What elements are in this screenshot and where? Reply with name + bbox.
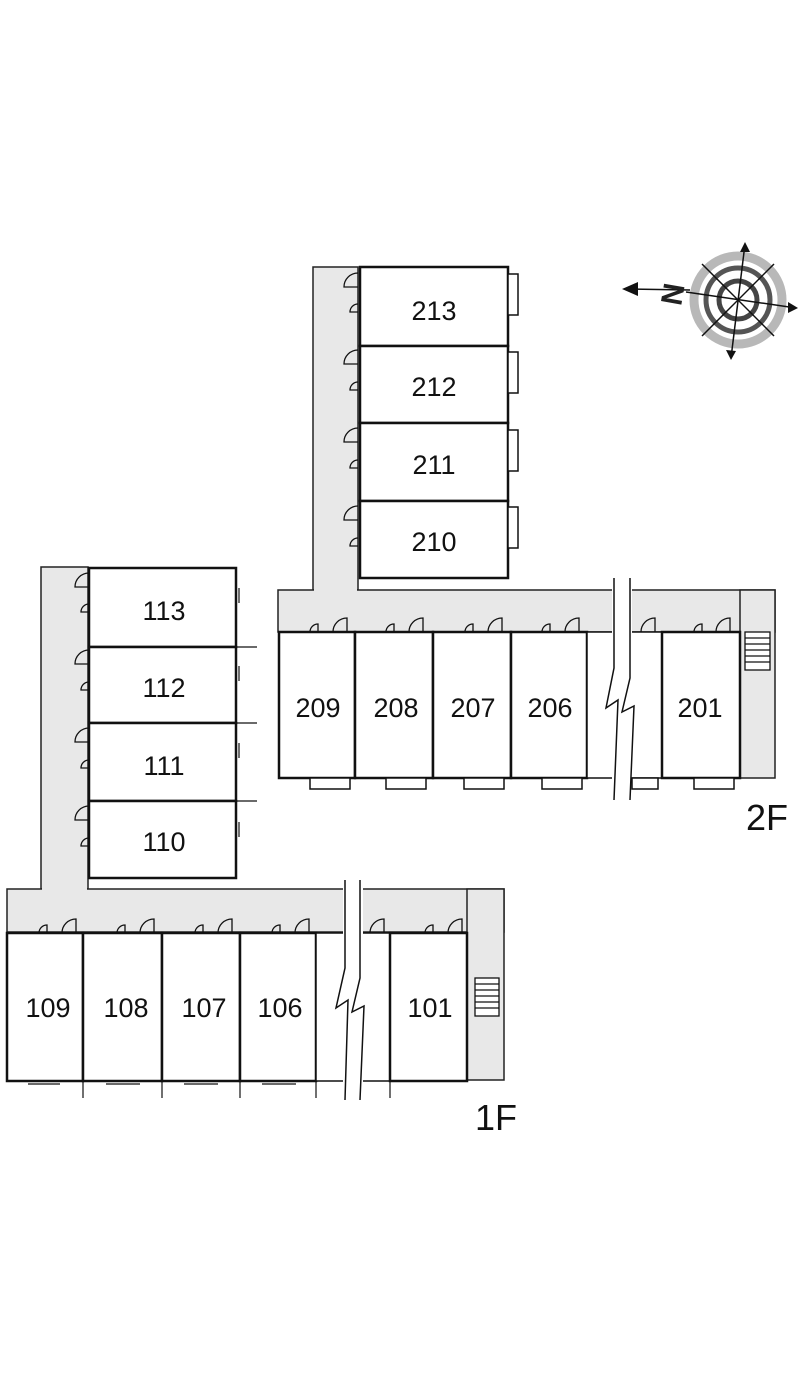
room-1f-wing-4 — [87, 799, 238, 880]
corridor-2f-row — [277, 589, 776, 633]
room-number: 101 — [407, 993, 452, 1023]
floor-label-1f: 1F — [475, 1097, 517, 1138]
room-2f-wing-4 — [358, 499, 510, 580]
room-number: 213 — [411, 296, 456, 326]
room-number: 112 — [142, 673, 185, 703]
room-number: 210 — [411, 527, 456, 557]
corridor-2f-wing — [312, 266, 359, 591]
compass-rose-icon: N — [622, 242, 798, 360]
room-number: 206 — [527, 693, 572, 723]
corridor-2f-end — [739, 589, 776, 779]
room-2f-wing-1 — [358, 265, 510, 348]
room-number: 208 — [373, 693, 418, 723]
room-1f-row-4 — [238, 931, 318, 1083]
room-number: 211 — [412, 450, 455, 480]
room-1f-wing-2 — [87, 645, 238, 725]
corridor-1f-wing — [40, 566, 89, 890]
compass-north-label: N — [655, 281, 691, 308]
room-1f-wing-3 — [87, 721, 238, 803]
room-number: 108 — [103, 993, 148, 1023]
stairs-1f — [474, 977, 500, 1017]
room-number: 107 — [181, 993, 226, 1023]
first-floor: 113 112 111 110 — [5, 566, 517, 1138]
room-2f-row-5 — [660, 630, 742, 780]
room-number: 111 — [143, 751, 184, 781]
room-1f-wing-1 — [87, 566, 238, 649]
room-1f-row-1 — [5, 931, 85, 1083]
room-2f-row-3 — [431, 630, 513, 780]
stairs-2f — [744, 631, 771, 671]
room-number: 209 — [295, 693, 340, 723]
room-number: 113 — [142, 596, 185, 626]
room-number: 207 — [450, 693, 495, 723]
room-number: 110 — [142, 827, 185, 857]
room-number: 109 — [25, 993, 70, 1023]
corridor-1f-row — [6, 888, 505, 933]
room-number: 212 — [411, 372, 456, 402]
room-number: 201 — [677, 693, 722, 723]
room-number: 106 — [257, 993, 302, 1023]
room-2f-row-1 — [277, 630, 357, 780]
floor-label-2f: 2F — [746, 797, 788, 838]
room-1f-row-3 — [160, 931, 242, 1083]
second-floor: 213 212 211 210 — [277, 265, 788, 838]
room-1f-row-5 — [388, 931, 469, 1083]
room-1f-row-2 — [81, 931, 164, 1083]
